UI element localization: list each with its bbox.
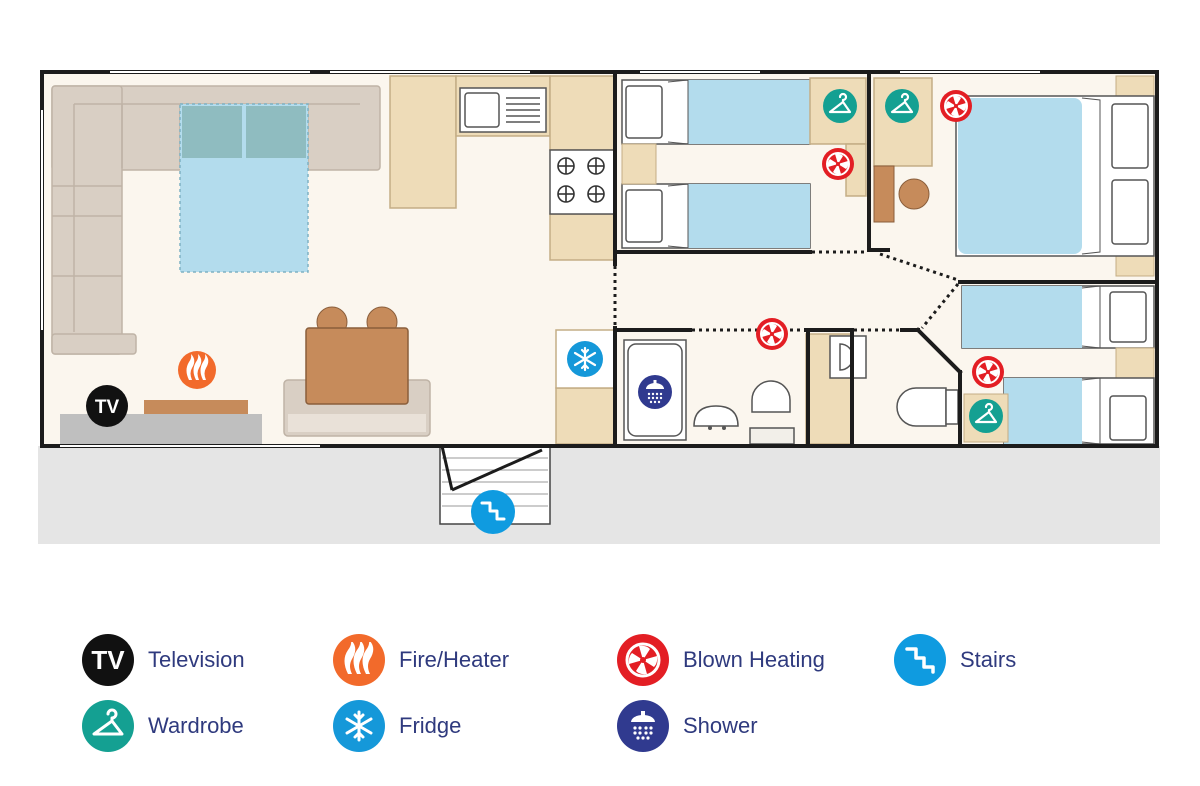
wardrobe-icon (82, 700, 134, 752)
hob (549, 149, 615, 215)
legend-item-television: TV Television (82, 634, 245, 686)
tv-glyph: TV (95, 397, 120, 418)
legend-label-fire-heater: Fire/Heater (399, 647, 510, 672)
plan-blown-heating-icon-small (971, 355, 1005, 389)
deck (38, 446, 1160, 544)
legend-label-shower: Shower (683, 713, 758, 738)
legend-label-wardrobe: Wardrobe (148, 713, 244, 738)
kitchen-units (389, 75, 615, 445)
master-furniture (873, 75, 1155, 277)
kitchen-sink (459, 87, 547, 133)
sofa-bed-outline (179, 103, 309, 273)
legend-item-stairs: Stairs (894, 634, 1016, 686)
legend-item-wardrobe: Wardrobe (82, 700, 244, 752)
plan-fridge-icon (567, 341, 603, 377)
plan-shower-icon (638, 375, 672, 409)
stairs-icon (894, 634, 946, 686)
shower-icon (617, 700, 669, 752)
plan-blown-heating-icon-twin (821, 147, 855, 181)
plan-tv-icon: TV (86, 385, 128, 427)
plan-fire-icon (178, 351, 216, 389)
legend-label-blown-heating: Blown Heating (683, 647, 825, 672)
tv-icon: TV (82, 634, 134, 686)
dining-table (283, 306, 431, 437)
plan-wardrobe-icon-master (883, 87, 921, 125)
fridge-icon (333, 700, 385, 752)
legend-item-shower: Shower (617, 700, 758, 752)
twin-beds (621, 79, 811, 249)
window-marks (41, 71, 1040, 447)
legend-item-fire-heater: Fire/Heater (333, 634, 509, 686)
plan-stairs-icon (471, 490, 515, 534)
plan-wardrobe-icon-small (967, 397, 1005, 435)
legend-label-stairs: Stairs (960, 647, 1017, 672)
plan-blown-heating-icon-master (939, 89, 973, 123)
plan-wardrobe-icon-twin (821, 87, 859, 125)
legend-item-fridge: Fridge (333, 700, 461, 752)
blown-heating-icon (617, 634, 669, 686)
fire-icon (333, 634, 385, 686)
floor-plan: TV (38, 70, 1160, 544)
small-twin-beds (961, 285, 1155, 445)
shower-room-fittings (623, 333, 959, 445)
legend-label-fridge: Fridge (399, 713, 462, 738)
plan-blown-heating-icon-shower (755, 317, 789, 351)
legend-label-television: Television (148, 647, 245, 672)
legend-item-blown-heating: Blown Heating (617, 634, 825, 686)
